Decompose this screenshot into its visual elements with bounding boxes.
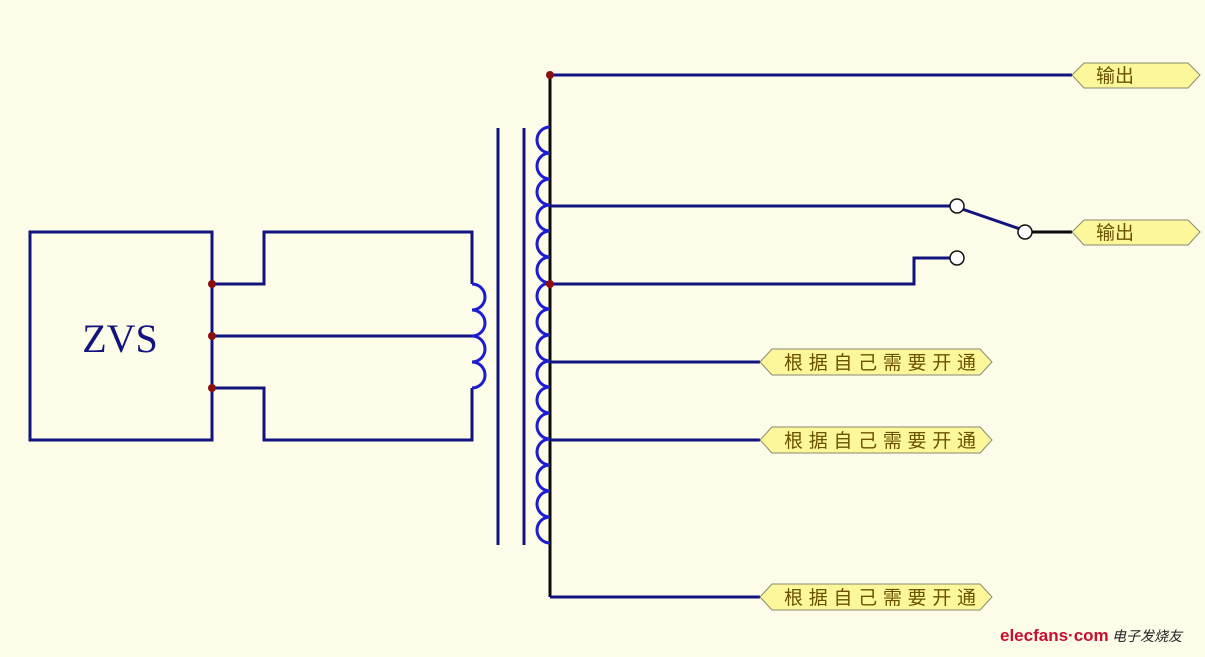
svg-text:电子发烧友: 电子发烧友 xyxy=(1112,629,1184,645)
primary-wire-top xyxy=(212,230,474,286)
switch-blade[interactable] xyxy=(961,207,1021,231)
svg-text:输出: 输出 xyxy=(1096,65,1134,87)
output-port-label: 输出 xyxy=(1071,62,1201,89)
tap-wire-switch-b xyxy=(550,256,950,286)
junction-dot xyxy=(208,384,216,392)
junction-dot xyxy=(546,71,554,79)
tap-port-label: 根据自己需要开通 xyxy=(759,348,993,376)
tap-port-label: 根据自己需要开通 xyxy=(759,426,993,454)
svg-text:输出: 输出 xyxy=(1096,222,1134,244)
primary-wire-bottom xyxy=(212,386,474,442)
junction-dot xyxy=(546,280,554,288)
watermark-logo: elecfans·com 电子发烧友 xyxy=(1000,626,1184,645)
zvs-label: ZVS xyxy=(82,316,158,361)
coil-winding xyxy=(535,125,551,545)
tap-port-label: 根据自己需要开通 xyxy=(759,583,993,611)
svg-text:elecfans·com: elecfans·com xyxy=(1000,626,1109,645)
primary-coil xyxy=(471,282,487,390)
switch-common-pin xyxy=(1017,224,1033,240)
coil-winding xyxy=(471,282,487,390)
output-port-label: 输出 xyxy=(1071,219,1201,246)
switch-pin-b xyxy=(949,250,965,266)
junction-dot xyxy=(208,332,216,340)
switch-pin-a xyxy=(949,198,965,214)
secondary-coil xyxy=(535,125,551,545)
junction-dot xyxy=(208,280,216,288)
